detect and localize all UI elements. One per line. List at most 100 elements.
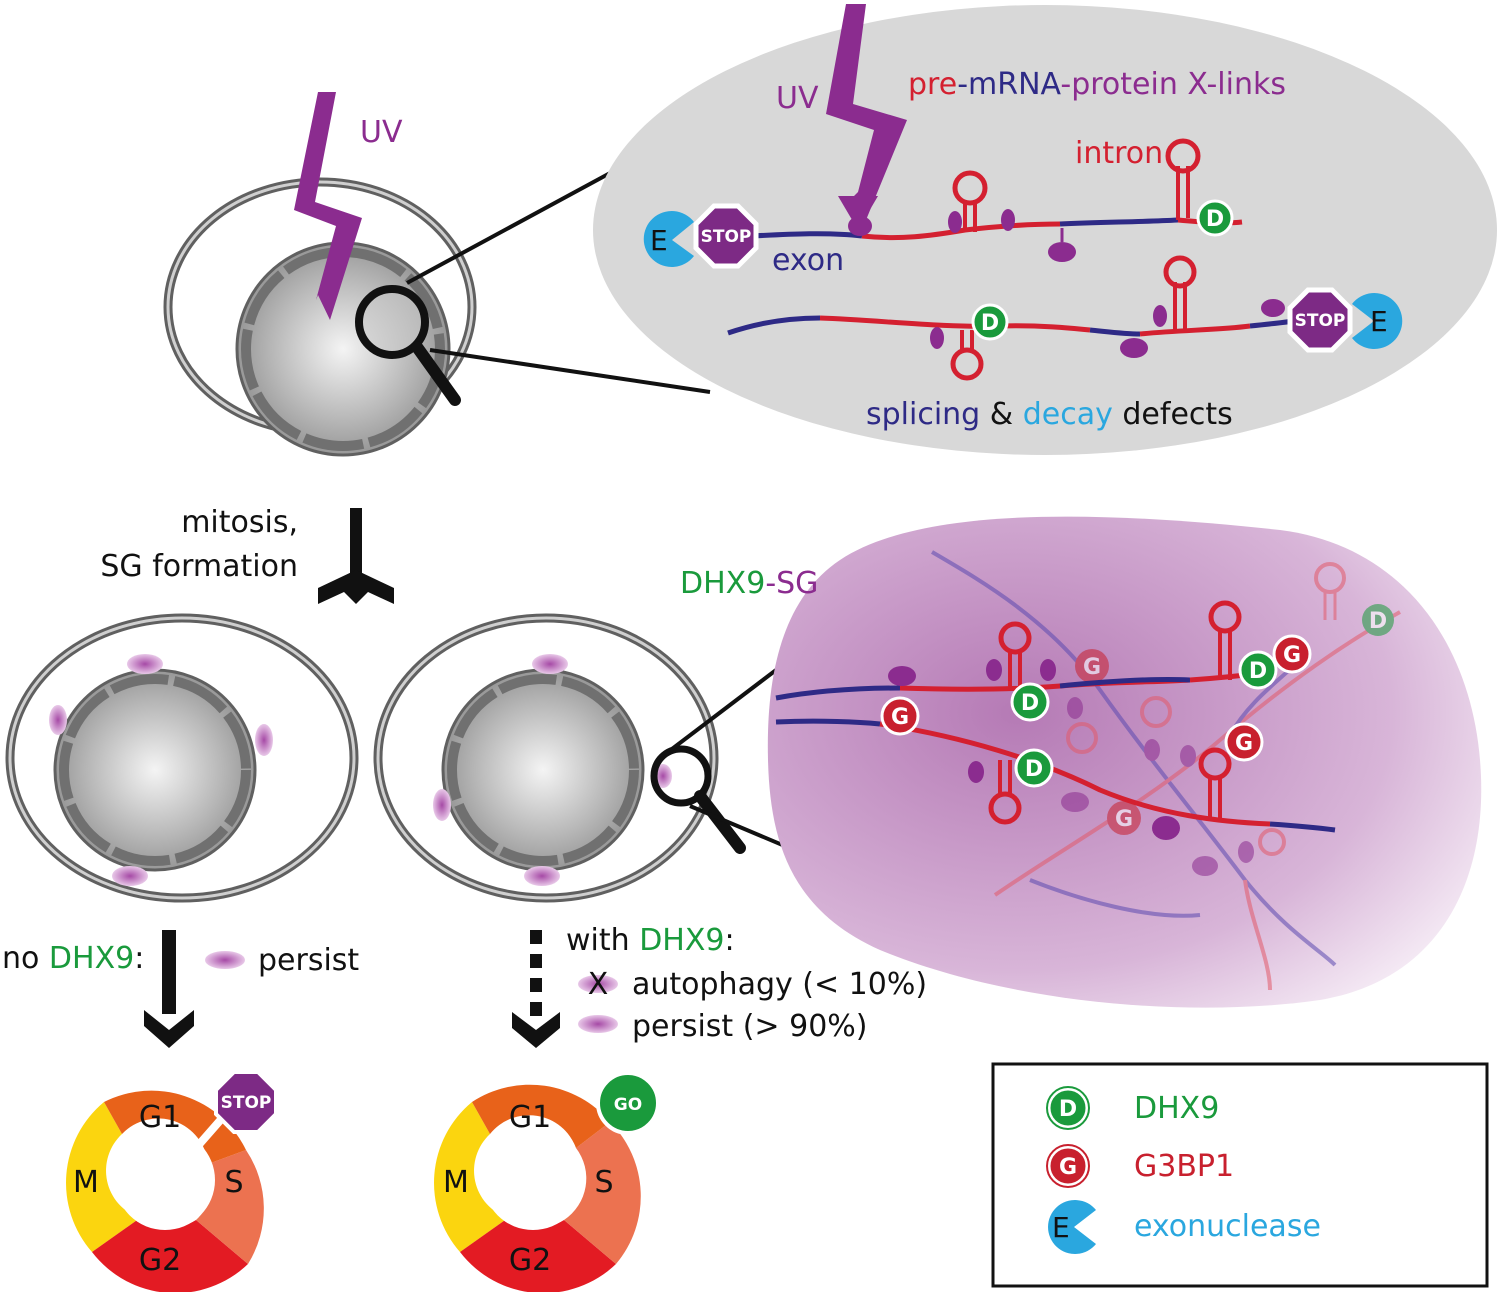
xlinks-pre: pre [908,67,957,102]
go-badge: GO [596,1071,660,1135]
dhx9-sg-label: DHX9-SG [680,566,818,601]
cycle-right-s [564,1122,641,1264]
svg-text:D: D [1369,609,1387,634]
svg-text:STOP: STOP [701,227,752,247]
splicing-word: splicing [866,397,980,432]
dhx9-sg-sg: -SG [765,566,818,601]
stop-sign-cycle: STOP [214,1070,278,1134]
autophagy-label: autophagy (< 10%) [632,967,927,1002]
svg-text:E: E [1370,305,1388,338]
svg-text:D: D [1025,757,1043,782]
persist-pct-blob-icon [578,1015,618,1033]
nucleus-zoom-panel: UV pre-mRNA-protein X-links intron exon … [593,4,1497,455]
svg-text:D: D [981,311,999,336]
legend-dhx9-icon: D [1046,1086,1090,1130]
exonuclease-1: E [643,211,694,268]
mitosis-arrow [318,508,394,604]
cycle-right-g1 [472,1084,610,1148]
sg-zoom-panel: DHX9-SG D G G [680,516,1482,1008]
magnifier-bottom [650,745,746,854]
dhx9-sg-dhx9: DHX9 [680,566,765,601]
persist-pct-label: persist (> 90%) [632,1009,868,1044]
mitosis-label-2: SG formation [100,549,298,584]
mitosis-label-1: mitosis, [181,505,298,540]
sg-badge-g2: G [1272,634,1312,674]
xlinks-dash2: - [1060,67,1071,102]
xlinks-dash1: - [957,67,968,102]
svg-text:E: E [650,224,668,257]
daughter-cell-left [5,613,359,903]
defects-label: splicing & decay defects [866,397,1233,432]
stop-sign-1: STOP [693,203,759,269]
cycle-left-g1-label: G1 [139,1100,181,1135]
sg-badge-d1: D [1010,682,1050,722]
legend-dhx9-label: DHX9 [1134,1091,1219,1126]
persist-blob-icon [205,951,245,969]
legend-exonuclease-icon: E [1048,1200,1096,1254]
svg-text:D: D [1206,207,1224,232]
svg-text:STOP: STOP [221,1093,272,1113]
with-dhx9-label: with DHX9: [566,923,735,958]
xlinks-mrna: mRNA [968,67,1062,102]
uv-bolt-left [294,92,362,320]
legend-g3bp1-icon: G [1046,1144,1090,1188]
dhx9-badge-2: D [971,303,1009,341]
svg-text:G: G [1235,731,1253,756]
sg-badge-g3: G [1224,722,1264,762]
cycle-left-g2-label: G2 [139,1243,181,1278]
autophagy-x-mark: X [588,967,609,1002]
svg-text:D: D [1021,691,1039,716]
svg-text:G: G [1115,807,1133,832]
persist-label: persist [258,943,359,978]
cycle-right-g2-label: G2 [509,1243,551,1278]
cycle-left-s-label: S [224,1165,243,1200]
intron-label: intron [1075,136,1163,171]
sg-badge-d3: D [1238,650,1278,690]
cycle-right-g2 [460,1218,616,1292]
svg-text:G: G [1059,1155,1077,1180]
no-dhx9-word: DHX9 [49,941,134,976]
no-dhx9-label: no DHX9: [2,941,144,976]
svg-text:E: E [1052,1211,1070,1244]
magnifier-top [355,285,461,406]
stop-sign-2: STOP [1287,287,1353,353]
cycle-right-s-label: S [594,1165,613,1200]
svg-text:D: D [1249,659,1267,684]
xlinks-protein: protein X-links [1071,67,1286,102]
arrow-dashed [512,930,560,1048]
svg-text:G: G [1283,643,1301,668]
cycle-left-g2 [92,1218,248,1292]
legend-exonuclease-label: exonuclease [1134,1209,1321,1244]
uv-label-top: UV [776,81,819,116]
legend-g3bp1-label: G3BP1 [1134,1149,1234,1184]
exon-label: exon [772,243,844,278]
svg-text:GO: GO [614,1095,642,1115]
svg-text:STOP: STOP [1295,311,1346,331]
dhx9-badge-1: D [1196,199,1234,237]
svg-text:G: G [1083,655,1101,680]
cycle-right-g1-label: G1 [509,1100,551,1135]
uv-label-left: UV [360,115,403,150]
uv-bolt-top [826,4,907,230]
cycle-left-g1 [104,1090,246,1164]
with-dhx9-word: DHX9 [639,923,724,958]
cell-cycle-left: G1 S G2 M STOP [66,1070,278,1292]
legend-box: D DHX9 G G3BP1 E exonuclease [991,1062,1489,1288]
arrow-solid [144,930,194,1048]
decay-word: decay [1023,397,1113,432]
cell-cycle-right: G1 S G2 M GO [434,1071,660,1292]
cycle-right-m [434,1102,508,1252]
svg-text:G: G [891,705,909,730]
exonuclease-2: E [1352,293,1403,349]
daughter-cell-right [373,613,844,903]
svg-text:D: D [1059,1097,1077,1122]
sg-badge-d2: D [1014,748,1054,788]
sg-strands [775,600,1336,840]
autophagy-blob-icon [578,975,618,993]
cycle-right-m-label: M [443,1165,469,1200]
top-cell: UV [163,92,711,457]
cycle-left-m [66,1102,140,1252]
xlinks-label: pre-mRNA-protein X-links [908,67,1286,102]
rna-strand-1 [751,138,1243,262]
